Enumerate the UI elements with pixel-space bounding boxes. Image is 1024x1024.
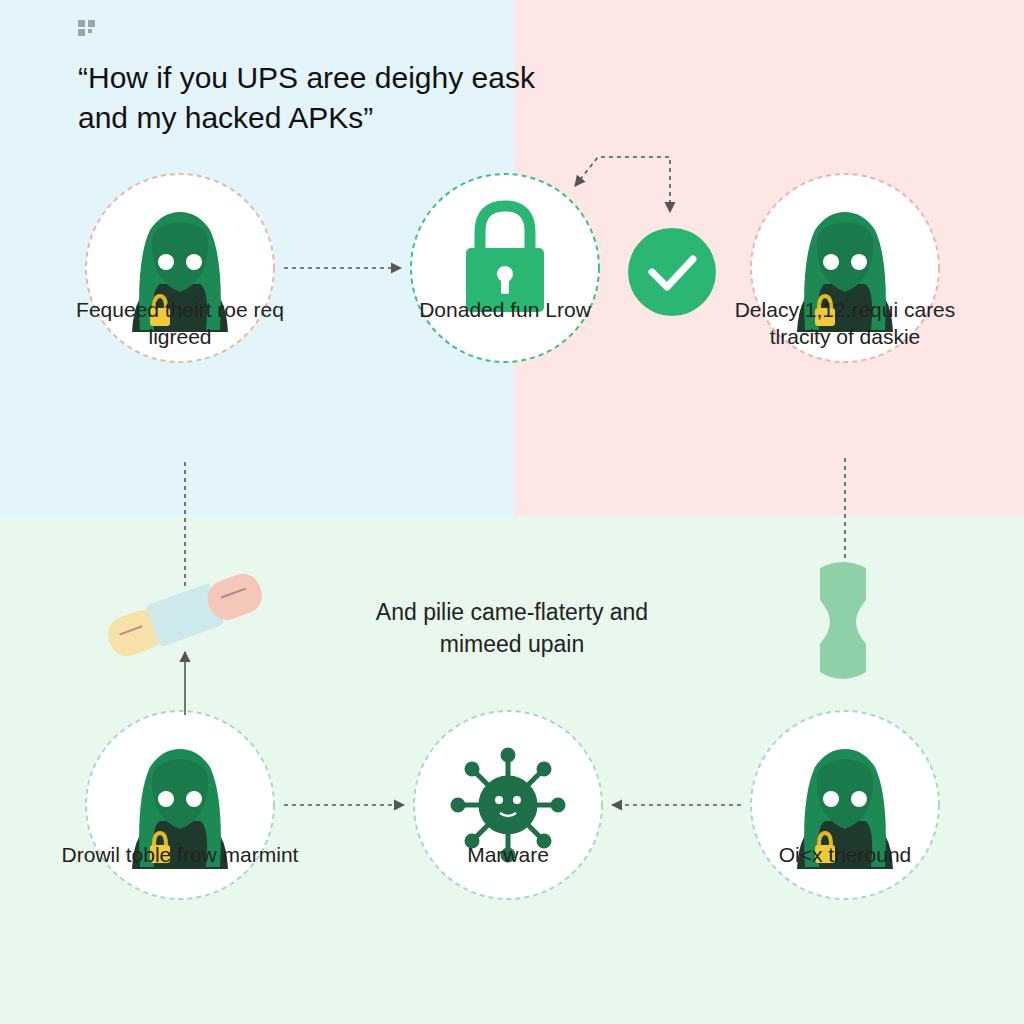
circle-outline [345, 168, 665, 368]
circle-outline [20, 705, 340, 905]
circle-outline [685, 705, 1005, 905]
dashed-leader [844, 458, 846, 562]
node-caption: Delacy 1,12:requi cares tlracity of dask… [720, 296, 970, 350]
dashed-connector [284, 267, 401, 269]
circle-node: Oi<x theround [685, 705, 1005, 905]
diagram-title: “How if you UPS aree deighy eask and my … [78, 58, 578, 138]
lock-icon [466, 206, 544, 312]
pill-icon [820, 562, 866, 679]
dashed-leader [184, 652, 186, 715]
circle-outline [348, 705, 668, 905]
center-note: And pilie came-flaterty and mimeed upain [357, 596, 667, 660]
dashed-connector [284, 804, 404, 806]
node-caption: Oi<x theround [779, 841, 912, 868]
capsule-icon [102, 567, 267, 663]
node-caption: Donaded fun Lrow [419, 296, 591, 323]
node-caption: Drowil toble frow marmint [62, 841, 299, 868]
dashed-leader [184, 462, 186, 590]
circle-node: Marware [348, 705, 668, 905]
circle-node: Donaded fun Lrow [345, 168, 665, 368]
node-caption: Marware [467, 841, 549, 868]
circle-node: Delacy 1,12:requi cares tlracity of dask… [685, 168, 1005, 368]
logo-mark [78, 20, 95, 36]
node-caption: Fequeed theirt roe req ligreed [75, 296, 285, 350]
circle-node: Drowil toble frow marmint [20, 705, 340, 905]
dashed-connector [612, 804, 741, 806]
check-badge [628, 228, 716, 316]
circle-node: Fequeed theirt roe req ligreed [20, 168, 340, 368]
dashed-leader [575, 157, 670, 212]
